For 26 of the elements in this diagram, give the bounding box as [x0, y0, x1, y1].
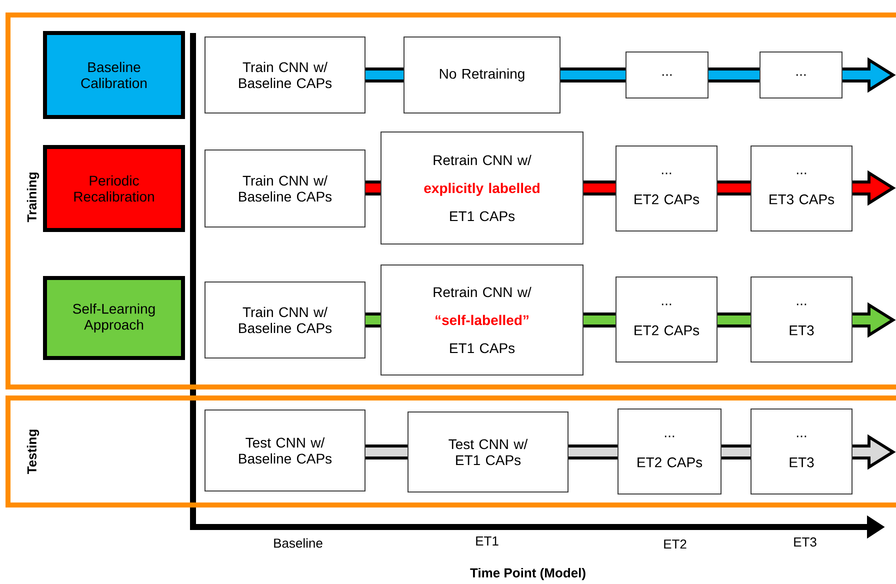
step-box: Train CNN w/ Baseline CAPs: [204, 36, 366, 114]
step-box: Retrain CNN w/ “self-labelled” ET1 CAPs: [380, 264, 584, 376]
step-box: ... ET2 CAPs: [616, 276, 718, 362]
step-box: Train CNN w/ Baseline CAPs: [204, 150, 366, 228]
step-box: ... ET3: [750, 408, 852, 494]
axis-title: Time Point (Model): [470, 568, 586, 580]
step-box: ... ET3: [750, 276, 852, 362]
step-box: No Retraining: [404, 36, 560, 114]
step-box: Train CNN w/ Baseline CAPs: [204, 282, 366, 358]
section-label: Training: [26, 172, 40, 222]
method-box: Baseline Calibration: [43, 31, 185, 119]
step-box: Test CNN w/ Baseline CAPs: [204, 410, 366, 492]
tick-label: ET1: [476, 536, 498, 546]
step-box: Test CNN w/ ET1 CAPs: [408, 412, 568, 492]
step-box: ...: [760, 52, 842, 98]
step-box: Retrain CNN w/ explicitly labelled ET1 CAPs: [380, 132, 584, 244]
tick-label: ET3: [794, 537, 816, 547]
step-box: ... ET3 CAPs: [750, 146, 852, 232]
step-box: ... ET2 CAPs: [618, 408, 722, 494]
step-box: ...: [626, 52, 708, 98]
section-label: Testing: [26, 430, 40, 474]
tick-label: Baseline: [274, 538, 322, 548]
method-box: Self-Learning Approach: [43, 276, 185, 360]
method-box: Periodic Recalibration: [43, 145, 185, 232]
tick-label: ET2: [664, 539, 686, 549]
step-box: ... ET2 CAPs: [616, 146, 718, 232]
